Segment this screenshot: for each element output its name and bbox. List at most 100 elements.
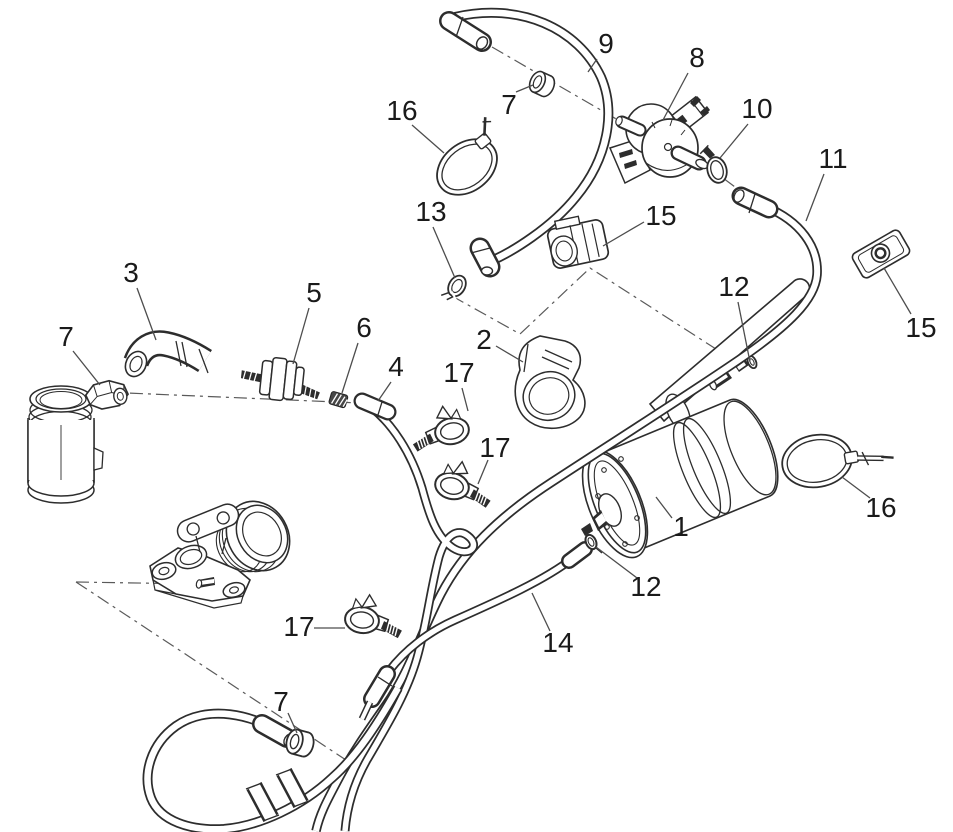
purge-valve-8-shape — [690, 96, 710, 116]
callout-15-11: 15 — [905, 312, 936, 343]
air-intake-sleeve-shape — [39, 391, 83, 409]
hose-9-upper-opening — [475, 36, 489, 50]
throttle-body-shape — [195, 535, 227, 555]
callout-9-0: 9 — [598, 28, 614, 59]
hose-loop-bottom-shape — [144, 686, 401, 832]
nut-7-left-shape — [116, 391, 124, 401]
clamp-15-center-shape — [553, 215, 581, 230]
throttle-body-shape-shape — [186, 522, 200, 536]
elbow-hose-3 — [123, 330, 212, 378]
callout-10-leader-4 — [719, 123, 749, 159]
cable-tie-16-right-shape — [781, 433, 853, 489]
callout-16-2: 16 — [386, 95, 417, 126]
support-collar-2 — [514, 335, 586, 430]
callout-5-leader-9 — [292, 307, 310, 365]
canister-assembly-1-shape — [595, 513, 606, 527]
canister-assembly-1-shape — [601, 467, 607, 473]
clip-15-right — [851, 229, 911, 279]
air-intake-sleeve — [27, 385, 104, 504]
cable-tie-16-top-shape — [482, 120, 492, 123]
clip-13-shape — [451, 278, 463, 294]
purge-valve-8-shape — [663, 142, 673, 152]
clamp-10-shape — [710, 160, 724, 180]
check-valve-5 — [240, 356, 320, 402]
purge-valve-8-shape — [619, 149, 637, 169]
throttle-body-shape — [152, 579, 244, 609]
hose-14-shape — [386, 555, 575, 673]
hose-clamp-17-a — [405, 401, 473, 454]
callout-7-leader-12 — [72, 350, 101, 386]
hose-loop-bottom-shape — [245, 782, 280, 822]
callout-6-leader-13 — [341, 342, 359, 394]
throttle-body-shape — [222, 581, 246, 599]
callout-7-3: 7 — [501, 89, 517, 120]
hose-14-shape — [365, 667, 394, 706]
callout-17-leader-16 — [461, 387, 469, 412]
cable-tie-16-right-shape — [861, 451, 870, 466]
callout-14-leader-21 — [531, 592, 551, 632]
hose-9-shape — [470, 247, 491, 254]
callout-10-4: 10 — [741, 93, 772, 124]
callout-15-leader-7 — [602, 221, 645, 247]
callout-13-6: 13 — [415, 196, 446, 227]
spring-6 — [328, 391, 349, 409]
callout-9-leader-0 — [587, 58, 598, 73]
callout-3-8: 3 — [123, 257, 139, 288]
clip-13-shape — [440, 291, 454, 301]
hose-14-shape — [360, 701, 372, 720]
hose-4-shape — [342, 405, 477, 832]
hose-9-shape — [472, 240, 498, 275]
cable-tie-16-top-shape — [483, 117, 487, 136]
callout-11-leader-5 — [805, 173, 825, 222]
callout-8-leader-1 — [662, 72, 689, 121]
alignment-line-left-parts — [103, 391, 361, 404]
callout-2-leader-14 — [495, 345, 524, 363]
hose-4 — [340, 392, 478, 832]
callout-12-leader-10 — [737, 301, 751, 363]
clip-15-right-shape — [874, 247, 887, 260]
check-valve-5-shape — [240, 370, 262, 383]
clamp-7-top — [525, 68, 559, 100]
hose-loop-bottom-shape — [248, 783, 277, 821]
callout-17-leader-17 — [477, 459, 489, 485]
callout-7-leader-23 — [287, 712, 298, 734]
throttle-nipple — [195, 579, 203, 589]
check-valve-5-shape — [293, 366, 305, 397]
canister-assembly-1-shape — [749, 358, 755, 366]
canister-assembly-1 — [581, 278, 811, 559]
callout-7-23: 7 — [273, 686, 289, 717]
clamp-15-center-shape — [555, 240, 573, 262]
callout-1-leader-18 — [655, 496, 673, 519]
canister-assembly-1-shape — [723, 400, 777, 496]
throttle-body-shape — [200, 579, 214, 585]
hose-9 — [439, 7, 614, 278]
hose-11-shape — [748, 193, 756, 214]
callout-1-18: 1 — [673, 511, 689, 542]
callout-6-13: 6 — [356, 312, 372, 343]
canister-assembly-1-shape — [714, 374, 728, 385]
hose-9-shape — [454, 9, 612, 264]
support-collar-2-shape — [523, 343, 573, 373]
cable-tie-16-right — [781, 433, 894, 489]
callout-4-15: 4 — [388, 351, 404, 382]
purge-valve-8-shape — [615, 116, 623, 126]
sleeve-tab — [93, 446, 104, 471]
elbow-hose-3-shape — [129, 355, 143, 373]
alignment-line-throttle-h — [75, 581, 200, 585]
canister-assembly-1-shape — [618, 456, 624, 462]
callout-3-leader-8 — [136, 287, 157, 341]
alignment-line-center — [451, 267, 717, 350]
callout-12-leader-20 — [595, 546, 638, 579]
canister-outlet-stub — [581, 523, 593, 536]
clamp-10-shape — [699, 144, 709, 155]
nut-7-left-shape — [113, 387, 128, 405]
cable-tie-16-top-shape — [474, 132, 492, 150]
o-ring-12-lower-shape — [587, 537, 595, 547]
check-valve-5-shape — [303, 382, 317, 401]
callout-11-5: 11 — [818, 143, 847, 174]
hose-14-shape — [563, 543, 591, 567]
callout-15-leader-11 — [883, 267, 912, 315]
clip-13 — [440, 274, 467, 304]
support-collar-2-shape — [528, 377, 570, 415]
